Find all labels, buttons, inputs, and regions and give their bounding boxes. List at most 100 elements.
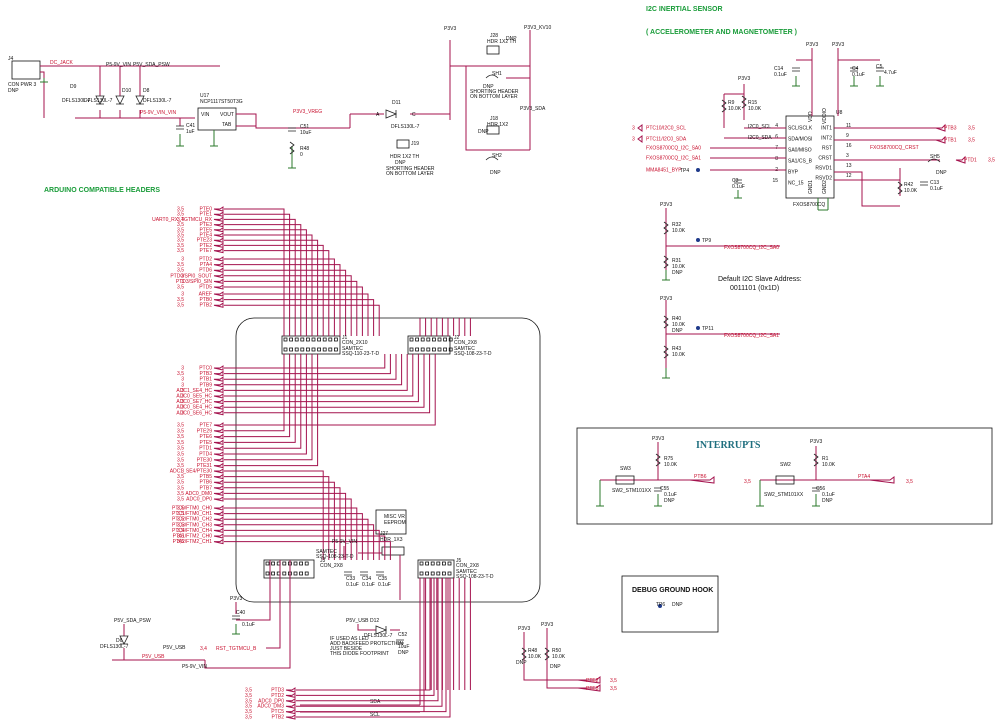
d11-cathode: C bbox=[412, 112, 416, 118]
header-pin bbox=[304, 561, 309, 566]
p3v3-kv10-label: P3V3_KV10 bbox=[524, 25, 551, 31]
net-label: PTE29 bbox=[197, 428, 213, 434]
eeprom-box-line1: MISC VR bbox=[384, 514, 405, 520]
net-label: PTB1 bbox=[199, 377, 212, 383]
header-wire bbox=[224, 354, 397, 380]
sw3-ref: SW3 bbox=[620, 466, 631, 472]
d6-value: DFLS130L-7 bbox=[100, 644, 129, 650]
header-pin bbox=[289, 337, 294, 342]
r15-ref: R15 bbox=[748, 100, 757, 106]
net-sheet: 3 bbox=[181, 377, 184, 383]
net-flag bbox=[213, 490, 224, 497]
net-label: PTC3/FTM0_CH3 bbox=[172, 522, 212, 528]
p3v3-br-b: P3V3 bbox=[541, 622, 553, 628]
bottom-net-label: ADC0_DM3 bbox=[257, 704, 284, 710]
net-flag bbox=[213, 479, 224, 485]
net-flag bbox=[213, 284, 224, 290]
j27-value: HDR_1X3 bbox=[380, 537, 403, 543]
sh5-ref: SH5 bbox=[930, 154, 940, 160]
sh1-dnp: DNP bbox=[483, 84, 494, 90]
net-flag bbox=[213, 381, 224, 388]
net-sheet: 3,5 bbox=[177, 463, 184, 469]
header-wires bbox=[224, 208, 471, 690]
c56-ref: C56 bbox=[816, 486, 825, 492]
net-sheet: 3,5 bbox=[177, 207, 184, 213]
c52-ref: C52 bbox=[398, 632, 407, 638]
d10-value: DFLS130L-7 bbox=[84, 98, 113, 104]
header-wire bbox=[224, 354, 291, 438]
dc-jack-net: DC_JACK bbox=[50, 60, 73, 66]
header-pin bbox=[447, 571, 452, 576]
p3v3-bottom: P3V3 bbox=[230, 596, 242, 602]
u17-value: NCP1117ST50T3G bbox=[200, 99, 243, 105]
i2c-right-net: PTD1 bbox=[964, 158, 977, 164]
header-pin bbox=[448, 347, 453, 352]
net-label: ADC0_SE5_HC bbox=[176, 394, 212, 400]
header-pin bbox=[426, 347, 431, 352]
net-sheet: 3,5 bbox=[177, 371, 184, 377]
header-pin bbox=[333, 337, 338, 342]
sw3-switch-icon bbox=[615, 475, 635, 485]
header-pin bbox=[425, 571, 430, 576]
p5v-vin-bottom: P5-9V_VIN bbox=[182, 664, 207, 670]
c4-value: 0.1uF bbox=[852, 72, 865, 78]
u8-right-pin-num: 16 bbox=[846, 143, 852, 149]
net-flag bbox=[213, 247, 224, 254]
net-sheet: 3,5 bbox=[177, 457, 184, 463]
br-sheet-pte2: 3,5 bbox=[610, 678, 617, 684]
net-sheet: 3,5 bbox=[177, 222, 184, 228]
header-pin bbox=[300, 337, 305, 342]
u8-right-pin-name: RSVD1 bbox=[815, 166, 832, 172]
sa0-net: FXOS8700CQ_I2C_SA0 bbox=[724, 245, 779, 251]
c55-cap-icon bbox=[654, 487, 662, 492]
sw2-switch-icon bbox=[775, 475, 795, 485]
net-sheet: 3,5 bbox=[177, 511, 184, 517]
net-flag bbox=[213, 404, 224, 410]
c33-value: 0.1uF bbox=[346, 582, 359, 588]
net-flag bbox=[213, 484, 224, 491]
header-wire bbox=[224, 354, 414, 397]
net-flag bbox=[213, 533, 224, 539]
j3-connector bbox=[263, 559, 315, 579]
d12-value: DFLS130L-7 bbox=[364, 633, 393, 639]
c14-value: 0.1uF bbox=[774, 72, 787, 78]
header-pin bbox=[437, 347, 442, 352]
j3-part: SSQ-108-23-T-D bbox=[316, 554, 354, 560]
c52-dnp: DNP bbox=[398, 650, 409, 656]
u17-regulator bbox=[197, 107, 237, 131]
net-flag bbox=[213, 505, 224, 511]
p5v-usb-net-a: P5V_USB bbox=[142, 654, 165, 660]
net-flag bbox=[213, 439, 224, 446]
d11-anode: A bbox=[376, 112, 380, 118]
u8-part: FXOS8700CQ bbox=[793, 202, 825, 208]
p3v3-u8-a: P3V3 bbox=[806, 42, 818, 48]
c3-ref: C3 bbox=[732, 178, 739, 184]
sh5-dnp: DNP bbox=[936, 170, 947, 176]
net-label: PTC1/FTM0_CH1 bbox=[172, 511, 212, 517]
net-sheet: 3 bbox=[181, 366, 184, 372]
r50-ref: R50 bbox=[552, 648, 561, 654]
net-flag bbox=[935, 135, 946, 144]
net-sheet: 3,5 bbox=[177, 423, 184, 429]
r32-resistor-icon bbox=[663, 221, 669, 235]
i2c-right-sheet: 3,5 bbox=[968, 126, 975, 132]
u8-vdd: VDD bbox=[808, 111, 814, 122]
c40-cap-icon bbox=[232, 615, 240, 620]
i2c-left-net: PTC11/I2C0_SDA bbox=[646, 137, 687, 143]
u8-right-pin-name: RSVD2 bbox=[815, 176, 832, 182]
left-net-labels: PTE03,5PTE13,5UART0_RX_TGTMCU_RX3,4PTE33… bbox=[152, 206, 224, 545]
net-sheet: 3,5 bbox=[177, 440, 184, 446]
c34-ref: C34 bbox=[362, 576, 371, 582]
bottom-net-wire bbox=[285, 578, 435, 699]
bottom-net-wire bbox=[285, 578, 451, 720]
net-flag bbox=[213, 422, 224, 428]
header-wire bbox=[224, 354, 391, 375]
header-pin bbox=[441, 561, 446, 566]
u8-right-pin-name: INT2 bbox=[821, 136, 832, 142]
c5-value: 4.7uF bbox=[884, 70, 897, 76]
u8-sensor-chip bbox=[785, 115, 835, 199]
net-flag bbox=[213, 272, 224, 279]
header-wire bbox=[224, 280, 358, 336]
header-pin bbox=[294, 347, 299, 352]
